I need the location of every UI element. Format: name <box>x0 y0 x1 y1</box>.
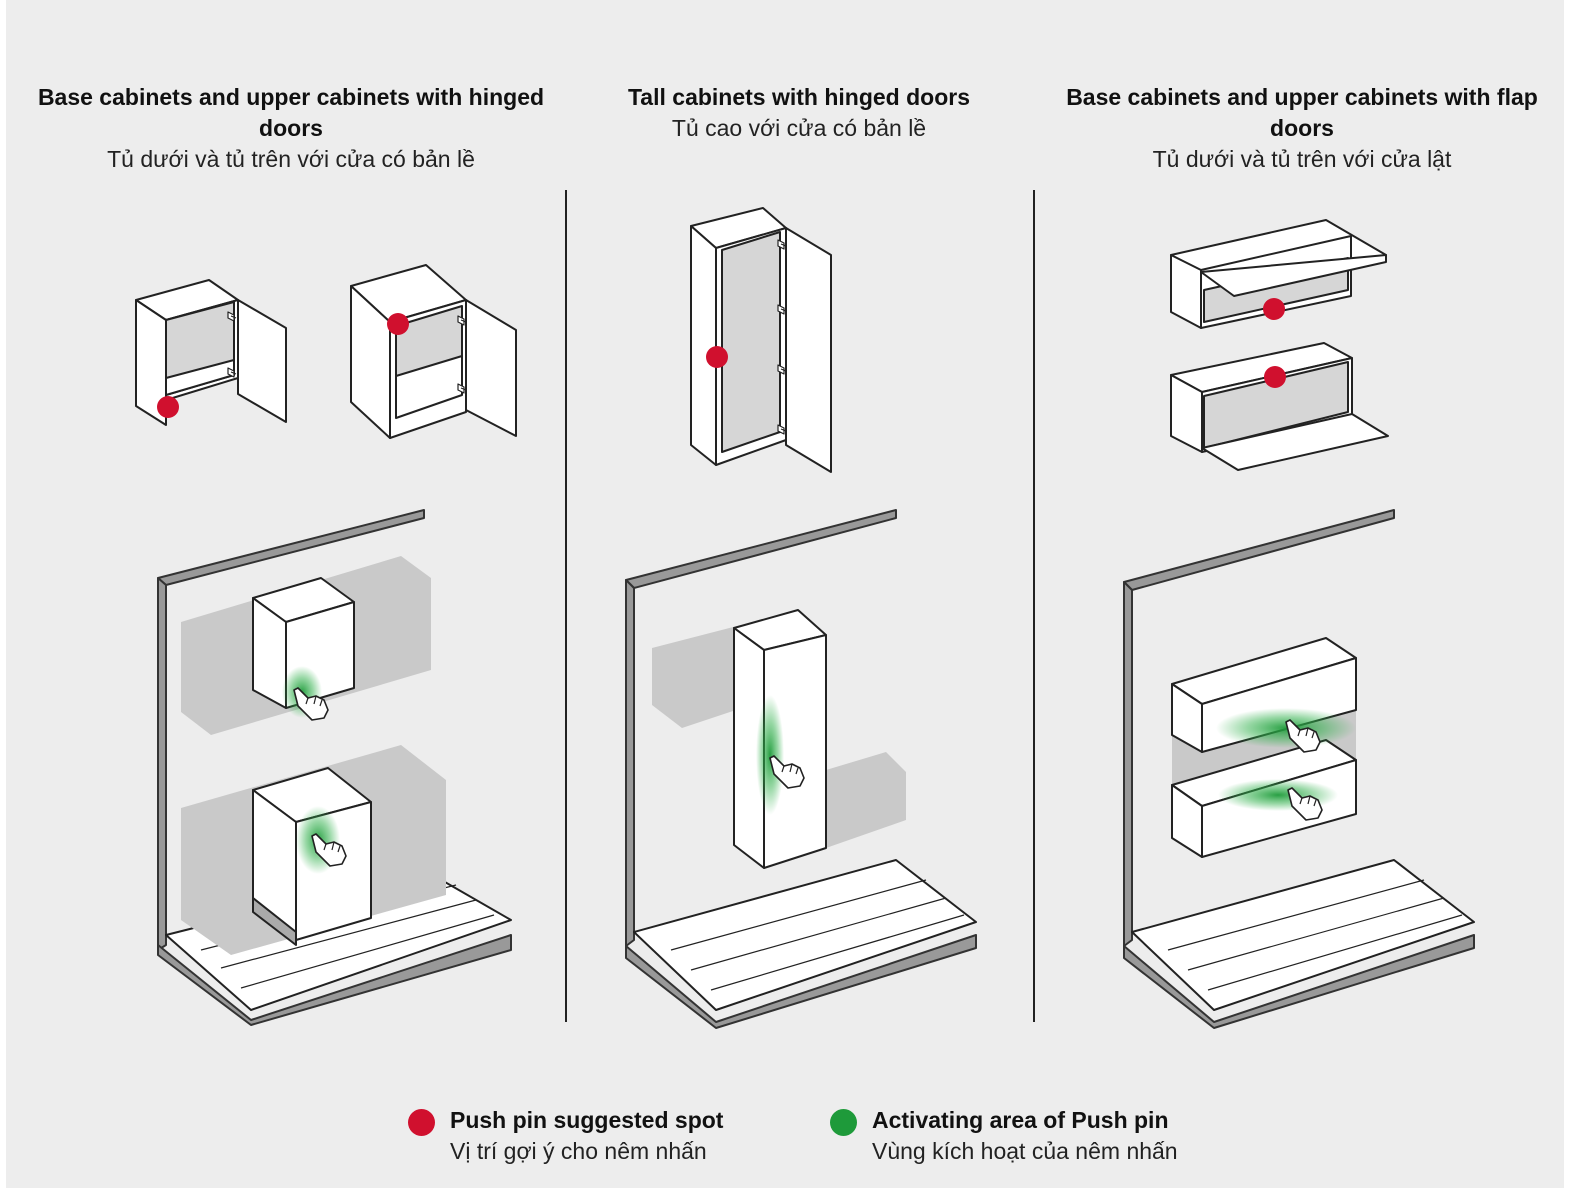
push-pin-spot <box>706 346 728 368</box>
panel-title-vi: Tủ dưới và tủ trên với cửa lật <box>1152 146 1452 172</box>
legend-label-en: Push pin suggested spot <box>450 1107 724 1133</box>
panel-heading-hinged: Base cabinets and upper cabinets with hi… <box>31 82 551 175</box>
panel-divider <box>1033 190 1035 1022</box>
push-pin-spot <box>157 396 179 418</box>
base-cabinet-isometric <box>350 264 517 439</box>
push-pin-spot <box>1263 298 1285 320</box>
room-scene <box>157 509 512 1026</box>
red-dot-icon <box>408 1109 435 1136</box>
panel-divider <box>565 190 567 1022</box>
flap-base-cabinet-isometric <box>1170 342 1389 471</box>
panel-title-en: Tall cabinets with hinged doors <box>627 84 971 110</box>
panel-title-en: Base cabinets and upper cabinets with hi… <box>37 84 545 141</box>
green-dot-icon <box>830 1109 857 1136</box>
cabinet-illustrations <box>135 207 1475 1029</box>
diagram-canvas: Base cabinets and upper cabinets with hi… <box>6 0 1564 1188</box>
panel-title-vi: Tủ cao với cửa có bản lề <box>671 115 927 141</box>
activating-area <box>756 695 784 815</box>
upper-cabinet-isometric <box>135 279 287 426</box>
flap-upper-cabinet-isometric <box>1170 219 1387 329</box>
push-pin-spot <box>1264 366 1286 388</box>
legend-label-vi: Vị trí gợi ý cho nêm nhấn <box>450 1138 707 1164</box>
push-pin-spot <box>387 313 409 335</box>
panel-title-vi: Tủ dưới và tủ trên với cửa có bản lề <box>107 146 475 172</box>
tall-cabinet-isometric <box>690 207 832 473</box>
panel-heading-tall: Tall cabinets with hinged doors Tủ cao v… <box>539 82 1059 144</box>
activating-area <box>1216 708 1356 748</box>
panel-title-en: Base cabinets and upper cabinets with fl… <box>1066 84 1538 141</box>
panel-heading-flap: Base cabinets and upper cabinets with fl… <box>1042 82 1562 175</box>
room-scene <box>1123 509 1475 1029</box>
legend-label-vi: Vùng kích hoạt của nêm nhấn <box>872 1138 1178 1164</box>
legend-label-en: Activating area of Push pin <box>872 1107 1169 1133</box>
